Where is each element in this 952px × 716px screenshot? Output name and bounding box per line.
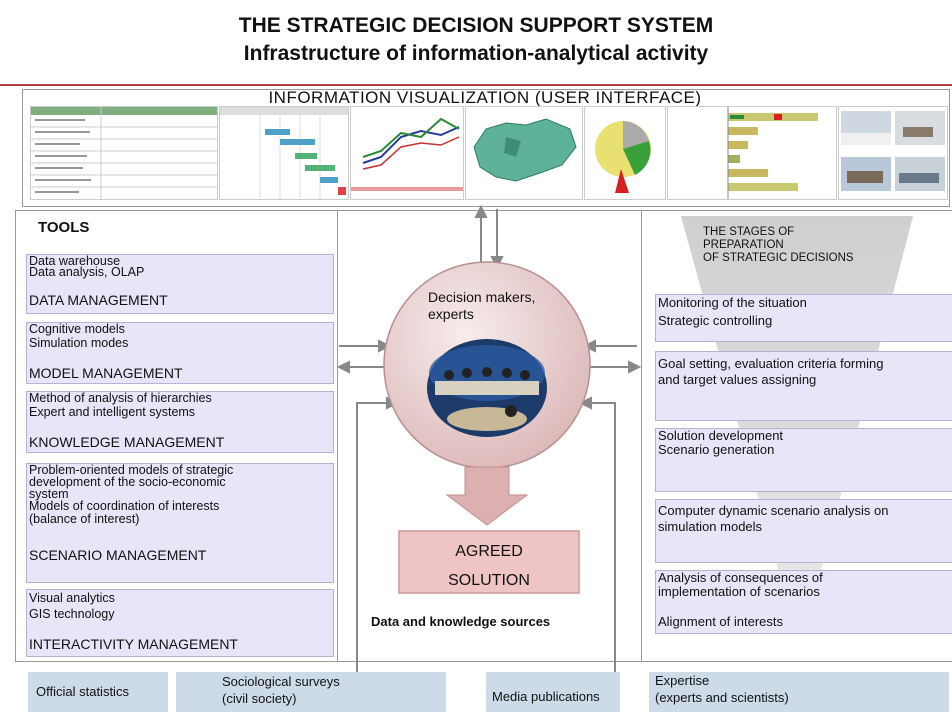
tool-item: Models of coordination of interests [29, 499, 220, 513]
stage-text: Monitoring of the situation [658, 295, 807, 310]
tool-management-label: SCENARIO MANAGEMENT [29, 547, 207, 563]
source-text: Media publications [492, 689, 600, 704]
stage-text: Strategic controlling [658, 313, 773, 328]
tool-management-label: DATA MANAGEMENT [29, 292, 168, 308]
source-text: Sociological surveys [222, 674, 340, 689]
stage-solution-development: Solution development Scenario generation [655, 428, 952, 492]
tool-group-scenario: Problem-oriented models of strategic dev… [26, 463, 334, 583]
tool-item: Data analysis, OLAP [29, 265, 145, 279]
stage-text: Goal setting, evaluation criteria formin… [658, 356, 884, 371]
tool-group-model: Cognitive models Simulation modes MODEL … [26, 322, 334, 384]
source-text: Expertise [655, 673, 710, 688]
subtitle: Infrastructure of information-analytical… [243, 42, 709, 65]
center-diagram [337, 205, 641, 675]
agreed-solution-line: AGREED [455, 543, 523, 560]
source-text: (civil society) [222, 691, 297, 706]
tool-item: GIS technology [29, 607, 115, 621]
source-sociological-surveys: Sociological surveys (civil society) [176, 672, 446, 712]
tool-item: Expert and intelligent systems [29, 405, 196, 419]
stage-text: simulation models [658, 519, 763, 534]
tool-item: Problem-oriented models of strategic [29, 463, 234, 477]
agreed-solution-box: AGREED SOLUTION [399, 537, 579, 595]
stage-goal-setting: Goal setting, evaluation criteria formin… [655, 351, 952, 421]
tool-management-label: KNOWLEDGE MANAGEMENT [29, 434, 225, 450]
decision-makers-line: Decision makers, [428, 289, 536, 305]
tool-item: Cognitive models [29, 322, 125, 336]
stages-heading-line: OF STRATEGIC DECISIONS [703, 252, 854, 264]
tool-group-data: Data warehouse Data analysis, OLAP DATA … [26, 254, 334, 314]
russia-map-thumbnail [465, 106, 583, 200]
tool-item: Method of analysis of hierarchies [29, 391, 212, 405]
stage-text: and target values assigning [658, 372, 817, 387]
stages-heading-line: THE STAGES OF [703, 226, 795, 238]
stage-text: Computer dynamic scenario analysis on [658, 503, 889, 518]
source-text: Official statistics [36, 684, 129, 699]
pie-chart-thumbnail [584, 106, 666, 200]
gantt-chart-thumbnail [219, 106, 349, 200]
stages-heading: THE STAGES OF PREPARATION OF STRATEGIC D… [703, 226, 854, 265]
agreed-solution-line: SOLUTION [448, 572, 530, 589]
stage-scenario-analysis: Computer dynamic scenario analysis on si… [655, 499, 952, 563]
stage-text: implementation of scenarios [658, 584, 820, 599]
title-rule [0, 84, 952, 86]
tool-group-knowledge: Method of analysis of hierarchies Expert… [26, 391, 334, 453]
meeting-photo [427, 339, 547, 437]
tools-heading: TOOLS [38, 219, 90, 236]
tool-item: system [29, 487, 69, 501]
source-official-statistics: Official statistics [28, 672, 168, 712]
bar-chart-thumbnail [667, 106, 837, 200]
tool-item: Visual analytics [29, 591, 115, 605]
photo-grid-thumbnail [838, 106, 948, 200]
tool-item: development of the socio-economic [29, 475, 226, 489]
stage-text: Alignment of interests [658, 614, 784, 629]
decision-makers-label: Decision makers, experts [428, 289, 535, 323]
stage-text: Scenario generation [658, 442, 775, 457]
stage-consequences: Analysis of consequences of implementati… [655, 570, 952, 634]
stages-heading-line: PREPARATION [703, 239, 784, 251]
tool-management-label: INTERACTIVITY MANAGEMENT [29, 636, 238, 652]
tool-management-label: MODEL MANAGEMENT [29, 365, 183, 381]
stage-text: Solution development [658, 428, 784, 443]
source-expertise: Expertise (experts and scientists) [649, 672, 949, 712]
line-chart-thumbnail [350, 106, 464, 200]
sources-label: Data and knowledge sources [371, 614, 551, 629]
stage-monitoring: Monitoring of the situation Strategic co… [655, 294, 952, 342]
table-thumbnail [30, 106, 218, 200]
tool-group-interactivity: Visual analytics GIS technology INTERACT… [26, 589, 334, 657]
decision-makers-line: experts [428, 306, 474, 322]
main-title: THE STRATEGIC DECISION SUPPORT SYSTEM [238, 14, 714, 37]
source-text: (experts and scientists) [655, 690, 789, 705]
tool-item: Data warehouse [29, 254, 121, 268]
visualization-label: INFORMATION VISUALIZATION (USER INTERFAC… [268, 88, 702, 107]
stage-text: Analysis of consequences of [658, 570, 823, 585]
tool-item: (balance of interest) [29, 512, 140, 526]
source-media-publications: Media publications [486, 672, 620, 712]
tool-item: Simulation modes [29, 336, 129, 350]
